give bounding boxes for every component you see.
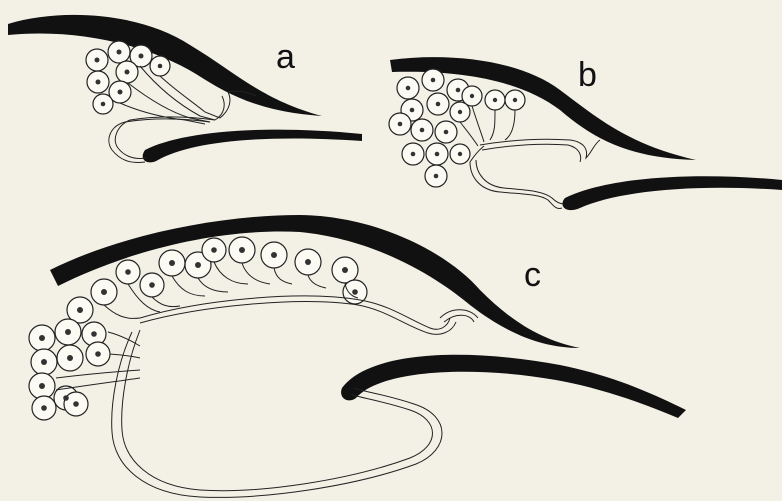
panel-label-c: c: [524, 258, 541, 292]
panel-c-axon-bundle: [56, 262, 478, 497]
panel-label-a: a: [276, 40, 295, 74]
panel-c-lower-wall: [341, 355, 686, 418]
panel-b-lower-wall: [562, 176, 782, 210]
panel-label-b: b: [578, 58, 597, 92]
panel-c: [29, 215, 686, 497]
panel-a: [8, 15, 362, 163]
panel-a-lower-wall: [143, 130, 362, 163]
